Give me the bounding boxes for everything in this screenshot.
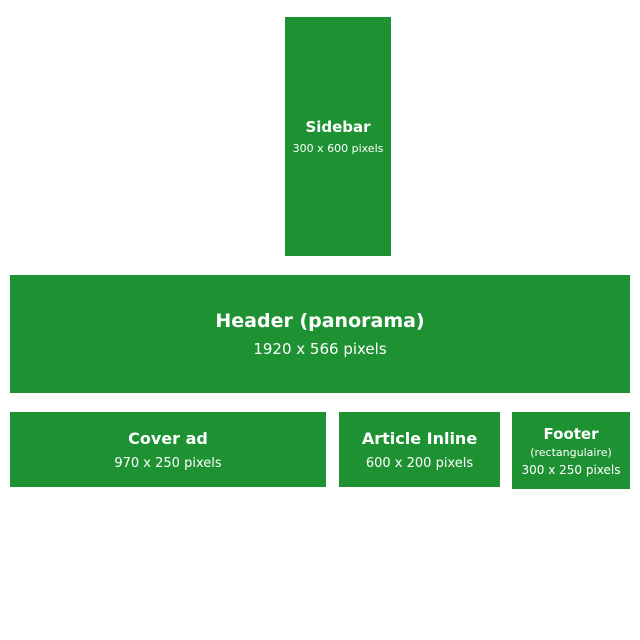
header-size: 1920 x 566 pixels: [253, 340, 387, 358]
sidebar-size: 300 x 600 pixels: [292, 142, 384, 155]
footer-title: Footer: [543, 424, 599, 443]
sidebar-block: Sidebar 300 x 600 pixels: [285, 17, 391, 256]
sidebar-title: Sidebar: [305, 118, 371, 136]
cover-title: Cover ad: [128, 428, 208, 448]
header-title: Header (panorama): [215, 310, 425, 332]
article-title: Article Inline: [361, 428, 478, 448]
footer-size: 300 x 250 pixels: [521, 462, 621, 477]
footer-block: Footer (rectangulaire) 300 x 250 pixels: [512, 412, 630, 489]
footer-subtitle: (rectangulaire): [530, 445, 612, 459]
header-block: Header (panorama) 1920 x 566 pixels: [10, 275, 630, 393]
article-size: 600 x 200 pixels: [365, 455, 474, 471]
article-block: Article Inline 600 x 200 pixels: [339, 412, 500, 487]
cover-size: 970 x 250 pixels: [114, 455, 222, 471]
cover-block: Cover ad 970 x 250 pixels: [10, 412, 326, 487]
